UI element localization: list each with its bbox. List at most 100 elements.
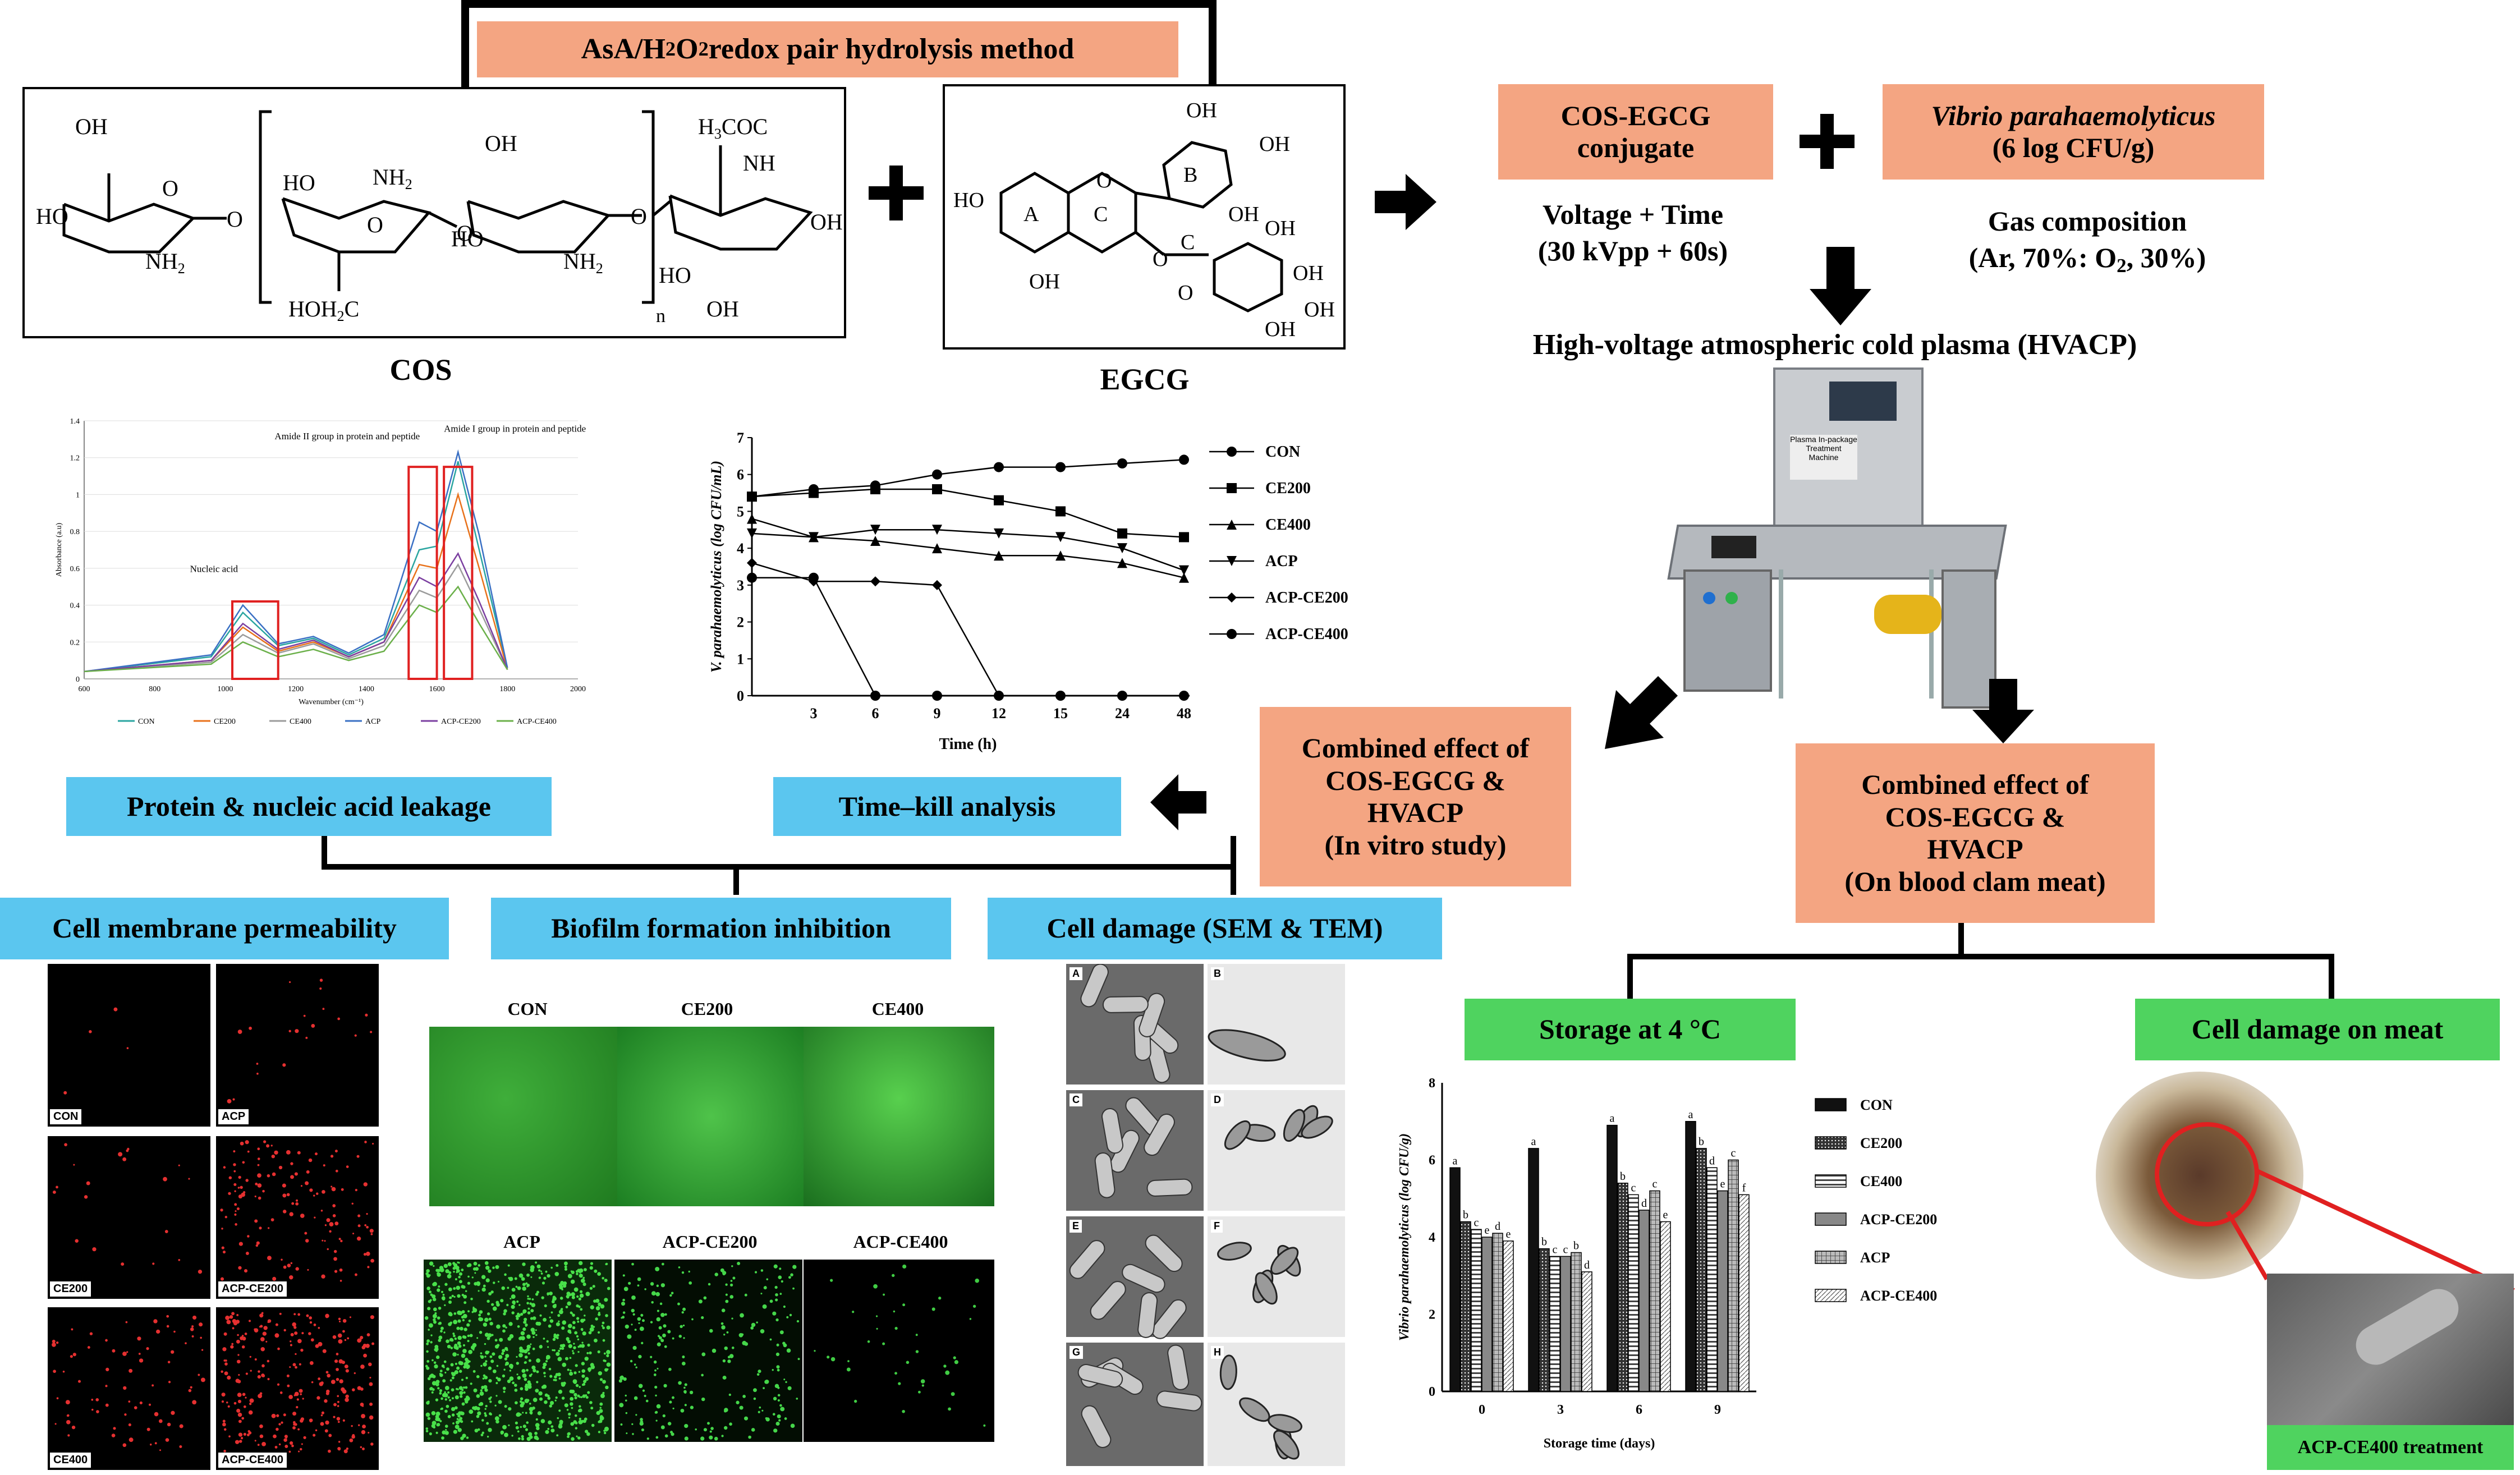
green-dot [451,1413,455,1417]
ftir-x-tick: 1600 [429,685,445,693]
tk-legend-label: ACP-CE200 [1265,589,1348,606]
green-dot [561,1396,565,1400]
green-dot [577,1345,580,1348]
green-dot [625,1412,628,1414]
green-dot [931,1307,935,1311]
time-kill-box: Time–kill analysis [773,777,1121,836]
green-dot [522,1412,524,1414]
sem-bacterium [1090,1281,1126,1320]
green-dot [678,1266,681,1269]
green-dot [564,1267,568,1271]
red-dot [260,1325,263,1328]
green-dot [777,1368,780,1372]
green-dot [462,1344,465,1347]
green-dot [535,1418,538,1421]
red-dot [279,1312,282,1315]
red-dot [234,1213,237,1216]
damage-meat-box: Cell damage on meat [2135,999,2500,1060]
green-dot [434,1345,439,1349]
red-dot [305,1239,309,1243]
green-dot [437,1272,439,1275]
red-dot [278,1443,281,1446]
green-dot [631,1295,636,1300]
membrane-red-dots [52,978,375,1454]
green-dot [581,1344,585,1348]
biofilm-image-ce200 [617,1027,805,1206]
green-dot [502,1324,506,1328]
green-dot [515,1401,518,1405]
green-dot [701,1373,704,1377]
green-dot [432,1381,437,1386]
storage-bar-letter: c [1563,1243,1568,1256]
red-dot [339,1268,343,1272]
green-dot [731,1347,735,1349]
green-dot [527,1307,530,1310]
green-dot [672,1407,674,1410]
green-dot [577,1320,580,1323]
green-dot [759,1406,761,1409]
tk-y-tick: 4 [737,540,744,557]
green-dot [521,1368,526,1373]
green-dot [570,1422,575,1426]
green-dot [498,1400,502,1404]
red-dot [369,1402,373,1406]
green-dot [641,1428,645,1432]
red-dot [314,1152,318,1156]
green-dot [450,1363,454,1367]
tk-x-tick: 3 [810,705,818,722]
red-dot [271,1413,276,1418]
red-dot [259,1226,262,1230]
green-dot [517,1376,521,1380]
green-dot [684,1391,687,1394]
storage-bar-letter: a [1453,1155,1458,1167]
biofilm-image-ce400 [804,1027,994,1206]
green-dot [778,1419,781,1422]
green-dot [567,1435,570,1439]
green-dot [599,1407,602,1409]
red-dot [227,1405,230,1408]
cos-structure: OH HO NH2 O O HO NH2 O O OH HO NH2 O H3C… [36,110,843,327]
red-dot [369,1382,373,1386]
green-dot [447,1344,451,1349]
green-dot [573,1346,576,1349]
red-dot [345,1369,349,1373]
green-dot [572,1321,576,1325]
machine-label: Plasma In-package Treatment Machine [1790,435,1857,480]
green-dot [635,1366,637,1369]
red-dot [248,1410,253,1415]
ftir-x-tick: 1200 [288,685,304,693]
red-dot [220,1209,223,1212]
green-dot [426,1342,429,1345]
green-dot [772,1311,777,1316]
green-dot [709,1435,713,1440]
red-dot [295,1202,299,1206]
ftir-y-tick: 0.6 [70,565,80,573]
green-dot [580,1278,585,1283]
green-dot [525,1428,529,1431]
green-dot [495,1419,499,1424]
green-dot [581,1329,584,1331]
green-dot [601,1325,604,1327]
red-dot [231,1312,235,1316]
green-dot [463,1294,467,1299]
green-dot [514,1389,518,1392]
red-dot [77,1380,81,1383]
green-dot [763,1286,767,1290]
green-dot [625,1394,627,1397]
red-dot [354,1034,357,1037]
green-dot [722,1359,726,1363]
red-dot [370,1258,374,1263]
green-dot [589,1401,593,1404]
green-dot [444,1371,447,1373]
storage-bar-letter: d [1709,1155,1715,1167]
red-dot [84,1195,88,1199]
red-dot [295,1353,297,1355]
acp-ce400-label: ACP-CE400 treatment [2267,1425,2514,1470]
green-dot [461,1310,465,1314]
green-dot [606,1350,611,1354]
green-dot [481,1387,484,1390]
red-dot [356,1237,361,1241]
green-dot [460,1395,463,1398]
green-dot [655,1436,659,1439]
